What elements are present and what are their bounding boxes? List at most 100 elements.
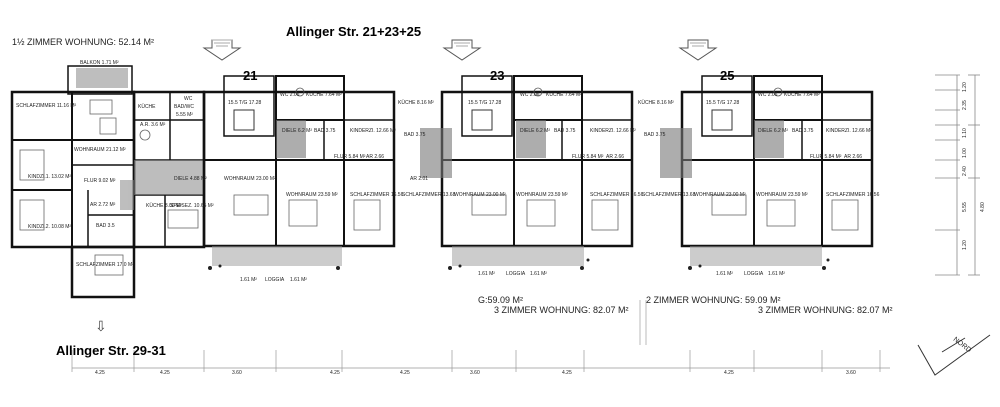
unit-21-kitchen	[275, 75, 345, 121]
dim-right-2: 1.10	[962, 128, 968, 138]
room-bad-wc: BAD/WC	[174, 104, 194, 110]
unit-type-g-total: G:59.09 M²	[478, 295, 524, 305]
room-kueche-left: KÜCHE 8.00 M²	[146, 203, 182, 209]
u25-ar: AR 2.66	[844, 154, 863, 160]
dim-bottom-4: 4.25	[400, 370, 410, 376]
u23-kinderzi: KINDERZI. 12.66 M²	[590, 128, 636, 134]
u25-diele: DIELE 6.2 M²	[758, 128, 789, 134]
u21-kueche-small: 15.5 T/G 17.28	[228, 100, 262, 106]
u23-diele: DIELE 6.2 M²	[520, 128, 551, 134]
u25-kueche-small: 15.5 T/G 17.28	[706, 100, 740, 106]
room-kueche-top: KÜCHE	[138, 104, 156, 110]
unit-23-sink	[533, 87, 543, 97]
unit-25-kitchen	[753, 75, 823, 121]
u23-loggia-area-b: 1.61 M²	[530, 271, 547, 277]
u23-bad-b: BAD 3.75	[404, 132, 426, 138]
u25-kueche-b: KÜCHE 8.16 M²	[638, 100, 674, 106]
dim-bottom-8: 3.60	[846, 370, 856, 376]
north-arrow	[917, 334, 991, 376]
dim-bottom-7: 4.25	[724, 370, 734, 376]
unit-23-bed	[526, 199, 556, 227]
entrance-arrow-21	[202, 39, 242, 61]
u21-kinderzi: KINDERZI. 12.66 M²	[350, 128, 396, 134]
unit-23-shell	[440, 90, 634, 248]
room-wohnraum-left: WOHNRAUM 21.12 M²	[74, 147, 126, 153]
dim-right-7: 1.20	[962, 240, 968, 250]
left-wing-hatch	[76, 68, 204, 210]
dim-right-0: 1.20	[962, 82, 968, 92]
room-wc-top: WC	[184, 96, 193, 102]
dim-right-4: 2.40	[962, 166, 968, 176]
unit-25-stair-core	[701, 75, 753, 137]
u21-wohnraum-b: WOHNRAUM 23.59 M²	[286, 192, 338, 198]
unit-25-shell	[680, 90, 874, 248]
u23-schlafzimmer: SCHLAFZIMMER 16.56	[590, 192, 644, 198]
unit-21-lift	[233, 109, 255, 131]
u25-schlafzimmer: SCHLAFZIMMER 16.56	[826, 192, 880, 198]
u23-kueche: KÜCHE 7.64 M²	[546, 92, 582, 98]
house-number-21: 21	[243, 68, 258, 83]
u23-kueche-small: 15.5 T/G 17.28	[468, 100, 502, 106]
room-ar-left: AR 2.72 M²	[90, 202, 116, 208]
u21-schlafzimmer: SCHLAFZIMMER 16.56	[350, 192, 404, 198]
u21-wohnraum-a: WOHNRAUM 23.00 M²	[224, 176, 276, 182]
unit-21-desk	[353, 199, 381, 231]
loggia-dots	[208, 258, 830, 270]
unit-21-shell	[202, 90, 396, 248]
bottom-dimension-chain	[71, 350, 890, 372]
unit-21-stair-core	[223, 75, 275, 137]
unit-type-two: 2 ZIMMER WOHNUNG: 59.09 M²	[646, 295, 781, 305]
u25-schlafzimmer-b: SCHLAFZIMMER 13.68	[642, 192, 696, 198]
u25-wc: WC 2.06	[758, 92, 778, 98]
u23-ar: AR 2.66	[606, 154, 625, 160]
entrance-arrow-25	[678, 39, 718, 61]
u21-kueche: KÜCHE 7.64 M²	[306, 92, 342, 98]
dim-bottom-6: 4.25	[562, 370, 572, 376]
u21-ar: AR 2.66	[366, 154, 385, 160]
dim-bottom-3: 4.25	[330, 370, 340, 376]
room-bad-area: 5.55 M²	[176, 112, 193, 118]
u23-schlafzimmer-b: SCHLAFZIMMER 13.68	[402, 192, 456, 198]
room-speisez: SPEISEZ. 10.65 M²	[170, 203, 214, 209]
room-kindzi2: KINDZI.2. 10.08 M²	[28, 224, 72, 230]
unit-blocks	[202, 75, 874, 248]
u21-loggia: LOGGIA	[265, 277, 285, 283]
u23-wohnraum-a: WOHNRAUM 23.00 M²	[454, 192, 506, 198]
unit-25-lift	[711, 109, 733, 131]
unit-21-bed	[288, 199, 318, 227]
u21-loggia-area-a: 1.61 M²	[240, 277, 257, 283]
u21-flur: FLUR 5.84 M²	[334, 154, 366, 160]
u25-wohnraum-a: WOHNRAUM 23.00 M²	[694, 192, 746, 198]
unit-23-lift	[471, 109, 493, 131]
u25-flur: FLUR 5.84 M²	[810, 154, 842, 160]
u21-diele: DIELE 6.2 M²	[282, 128, 313, 134]
dim-bottom-0: 4.25	[95, 370, 105, 376]
unit-type-three-b: 3 ZIMMER WOHNUNG: 82.07 M²	[758, 305, 893, 315]
lower-stub-walls	[639, 300, 647, 345]
room-schlafzimmer-top: SCHLAFZIMMER 11.16 M²	[16, 103, 77, 109]
unit-21-sink	[295, 87, 305, 97]
unit-23-desk	[591, 199, 619, 231]
stair-hatches	[276, 120, 784, 178]
unit-23-table	[471, 194, 507, 216]
u21-bad: BAD 3.75	[314, 128, 336, 134]
u25-loggia-area-b: 1.61 M²	[768, 271, 785, 277]
u21-loggia-area-b: 1.61 M²	[290, 277, 307, 283]
unit-25-table	[711, 194, 747, 216]
loggias	[212, 246, 822, 266]
room-schlafzimmer-bottom: SCHLAFZIMMER 17.0 M²	[76, 262, 134, 268]
dim-right-1: 2.35	[962, 100, 968, 110]
u23-loggia: LOGGIA	[506, 271, 526, 277]
unit-23-stair-core	[461, 75, 513, 137]
dim-right-3: 1.00	[962, 148, 968, 158]
dim-right-5: 5.55	[962, 202, 968, 212]
main-title: Allinger Str. 21+23+25	[286, 24, 422, 39]
u23-flur: FLUR 5.84 M²	[572, 154, 604, 160]
u25-wohnraum-b: WOHNRAUM 23.59 M²	[756, 192, 808, 198]
entrance-arrow-23	[442, 39, 482, 61]
dim-bottom-5: 3.60	[470, 370, 480, 376]
u23-bad: BAD 3.75	[554, 128, 576, 134]
u23-wc: WC 2.06	[520, 92, 540, 98]
room-ar-top: A.R. 3.6 M²	[140, 122, 166, 128]
